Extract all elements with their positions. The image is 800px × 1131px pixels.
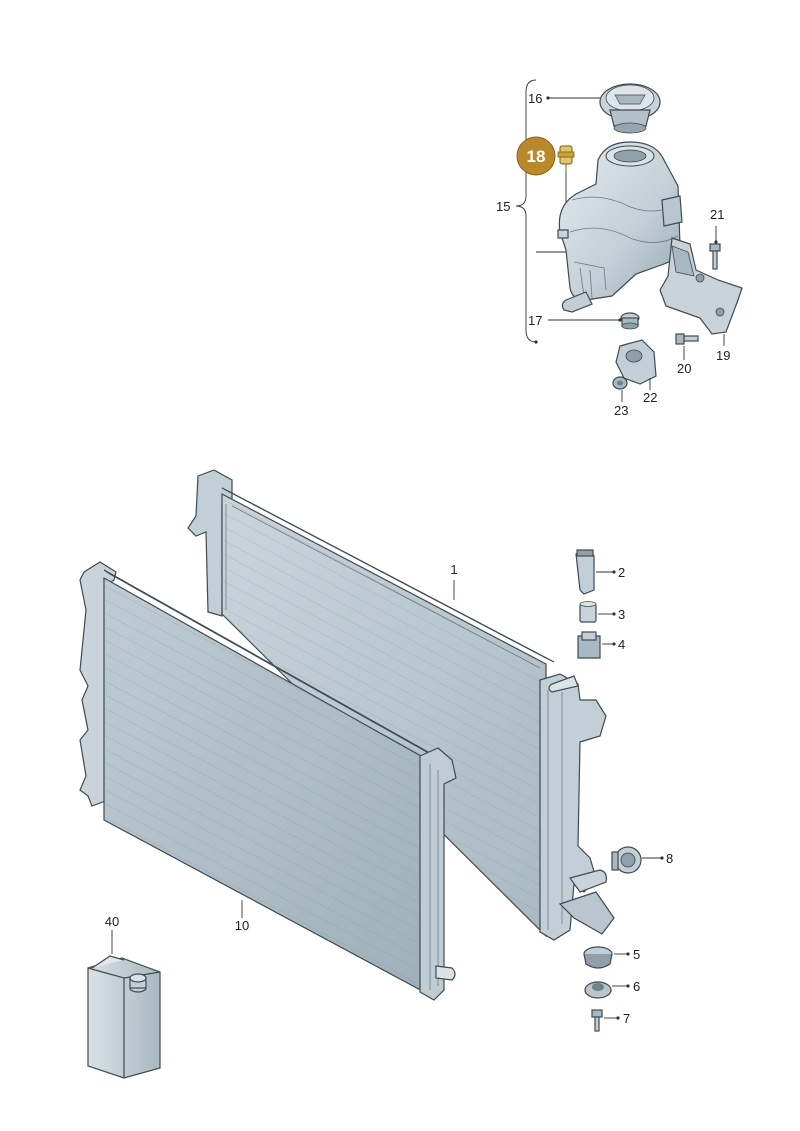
callout-2: 2 [618,565,625,580]
bolt-21-icon[interactable] [709,243,721,270]
highlight-badge-label: 18 [527,147,546,166]
callout-10: 10 [235,918,249,933]
coolant-canister-icon[interactable] [87,955,161,1079]
callout-4: 4 [618,637,625,652]
callout-17: 17 [528,313,542,328]
callout-16: 16 [528,91,542,106]
highlight-badge[interactable]: 18 [516,136,556,176]
callout-15: 15 [496,199,510,214]
callout-1: 1 [450,562,457,577]
holder-22-icon[interactable] [615,339,657,385]
nut-23-icon[interactable] [612,376,628,390]
grommet-17-icon[interactable] [620,312,640,330]
part-5-icon[interactable] [583,946,613,969]
callout-6: 6 [633,979,640,994]
part-2-icon[interactable] [575,549,595,595]
expansion-tank-cap-icon[interactable] [599,83,661,134]
part-8-icon[interactable] [611,846,642,874]
part-6-icon[interactable] [584,981,612,999]
bracket-19-icon[interactable] [659,237,743,335]
radiator-icon[interactable] [187,469,615,941]
callout-20: 20 [677,361,691,376]
part-7-icon[interactable] [591,1009,603,1032]
callout-3: 3 [618,607,625,622]
auxiliary-radiator-icon[interactable] [79,561,457,1001]
callout-22: 22 [643,390,657,405]
callout-8: 8 [666,851,673,866]
level-sensor-icon[interactable] [557,145,575,172]
expansion-tank-icon[interactable] [557,141,683,313]
part-3-icon[interactable] [579,601,597,623]
callout-23: 23 [614,403,628,418]
callout-19: 19 [716,348,730,363]
callout-7: 7 [623,1011,630,1026]
callout-5: 5 [633,947,640,962]
expansion-tank-group [515,79,743,402]
callout-21: 21 [710,207,724,222]
part-4-icon[interactable] [577,631,601,659]
callout-40: 40 [105,914,119,929]
bolt-20-icon[interactable] [675,333,699,345]
